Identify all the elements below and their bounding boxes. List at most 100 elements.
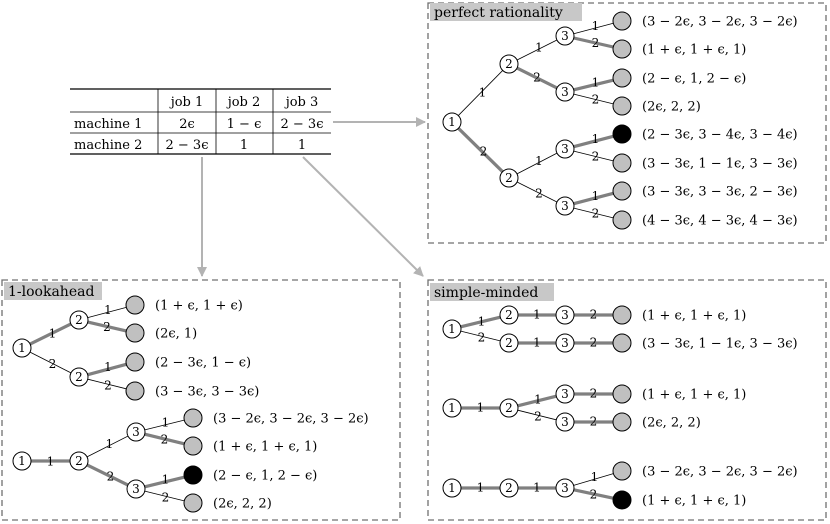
cost-table: job 1 job 2 job 3 machine 1 2ϵ 1 − ϵ 2 −… — [70, 88, 331, 155]
arrow-to-simple — [302, 156, 424, 277]
tree-edge — [458, 70, 503, 116]
best-response-edge — [457, 127, 504, 173]
outcome-leaf — [612, 305, 632, 325]
outcome-tuple: (3 − 3ϵ, 1 − 1ϵ, 3 − 3ϵ) — [642, 157, 798, 172]
player-node-label: 2 — [505, 401, 513, 415]
edge-label: 1 — [162, 416, 170, 430]
outcome-leaf — [183, 493, 203, 513]
player-node — [126, 422, 146, 442]
player-node — [126, 479, 146, 499]
lookahead-panel-label: 1-lookahead — [8, 284, 94, 300]
best-response-edge — [573, 191, 614, 206]
player-node-label: 2 — [75, 313, 83, 327]
best-response-edge — [573, 134, 614, 149]
edge-label: 2 — [592, 93, 600, 107]
table-cell-m2-j3: 1 — [298, 138, 306, 153]
table-row-label-machine2: machine 2 — [74, 138, 142, 153]
outcome-tuple: (2 − ϵ, 1, 2 − ϵ) — [213, 469, 317, 484]
outcome-leaf — [125, 352, 145, 372]
edge-label: 2 — [478, 331, 486, 345]
player-node — [442, 478, 462, 498]
edge-label: 1 — [535, 154, 543, 168]
player-node-label: 3 — [561, 308, 569, 322]
player-node-label: 3 — [561, 85, 569, 99]
outcome-leaf — [612, 153, 632, 173]
player-node-label: 2 — [75, 370, 83, 384]
best-response-edge — [144, 475, 185, 489]
tree-edge — [460, 330, 501, 342]
player-node-label: 3 — [132, 482, 140, 496]
outcome-tuple: (3 − 3ϵ, 3 − 3ϵ, 2 − 3ϵ) — [642, 185, 798, 200]
lookahead-panel — [1, 279, 401, 521]
edge-label: 1 — [592, 76, 600, 90]
player-node-label: 1 — [448, 322, 456, 336]
player-node-label: 3 — [561, 336, 569, 350]
player-node-label: 2 — [505, 308, 513, 322]
outcome-leaf — [612, 333, 632, 353]
simple-minded-panel — [427, 279, 827, 521]
edge-label: 1 — [535, 41, 543, 55]
edge-label: 1 — [162, 473, 170, 487]
edge-label: 2 — [533, 71, 541, 85]
simple-label-bg — [430, 283, 554, 301]
edge-label: 2 — [590, 387, 598, 401]
outcome-tuple: (2 − ϵ, 1, 2 − ϵ) — [642, 72, 746, 87]
edge-label: 2 — [103, 320, 111, 334]
player-node-label: 3 — [561, 199, 569, 213]
best-response-edge — [573, 78, 614, 92]
player-node-label: 2 — [505, 481, 513, 495]
outcome-tuple: (3 − 2ϵ, 3 − 2ϵ, 3 − 2ϵ) — [642, 15, 798, 30]
edge-label: 1 — [591, 470, 599, 484]
best-response-edge — [573, 488, 614, 500]
outcome-leaf — [612, 384, 632, 404]
outcome-tuple: (1 + ϵ, 1 + ϵ, 1) — [642, 309, 746, 324]
edge-label: 1 — [534, 393, 542, 407]
edge-label: 2 — [592, 36, 600, 50]
tree-edge — [516, 152, 558, 175]
simple-panel-label: simple-minded — [434, 285, 538, 301]
outcome-leaf — [612, 68, 632, 88]
outcome-tuple: (4 − 3ϵ, 4 − 3ϵ, 4 − 3ϵ) — [642, 214, 798, 229]
best-response-edge — [87, 320, 127, 333]
edge-label: 2 — [590, 336, 598, 350]
player-node — [69, 367, 89, 387]
player-node-label: 1 — [448, 401, 456, 415]
table-header-job2: job 2 — [226, 95, 261, 110]
tree-edge — [517, 409, 557, 421]
best-response-edge — [29, 322, 72, 346]
tree-edge — [516, 39, 558, 61]
edge-label: 2 — [592, 207, 600, 221]
player-node-label: 3 — [561, 481, 569, 495]
player-node-label: 3 — [561, 29, 569, 43]
outcome-tuple: (3 − 2ϵ, 3 − 2ϵ, 3 − 2ϵ) — [213, 412, 369, 427]
player-node — [499, 54, 519, 74]
edge-label: 1 — [106, 437, 114, 451]
outcome-leaf — [125, 323, 145, 343]
outcome-tuple: (2 − 3ϵ, 1 − ϵ) — [155, 356, 251, 371]
perfect-panel-label: perfect rationality — [434, 5, 563, 21]
player-node-label: 3 — [561, 387, 569, 401]
player-node — [499, 333, 519, 353]
outcome-tuple: (1 + ϵ, 1 + ϵ, 1) — [642, 388, 746, 403]
player-node — [555, 26, 575, 46]
player-node — [69, 310, 89, 330]
tree-edge — [573, 207, 614, 219]
outcome-tuple: (1 + ϵ, 1 + ϵ, 1) — [642, 494, 746, 509]
tree-edge — [573, 22, 614, 35]
table-cell-m2-j1: 2 − 3ϵ — [166, 138, 209, 153]
outcome-leaf — [612, 96, 632, 116]
player-node-label: 3 — [561, 415, 569, 429]
table-header-job1: job 1 — [169, 95, 204, 110]
player-node — [555, 82, 575, 102]
best-response-edge — [87, 362, 127, 377]
player-node — [555, 196, 575, 216]
player-node-label: 3 — [561, 142, 569, 156]
player-node — [555, 412, 575, 432]
table-row-label-machine1: machine 1 — [74, 117, 142, 132]
best-response-edge — [86, 463, 129, 487]
player-node — [442, 112, 462, 132]
edge-label: 2 — [535, 187, 543, 201]
outcome-tuple: (3 − 2ϵ, 3 − 2ϵ, 3 − 2ϵ) — [642, 465, 798, 480]
best-response-edge — [517, 394, 557, 408]
